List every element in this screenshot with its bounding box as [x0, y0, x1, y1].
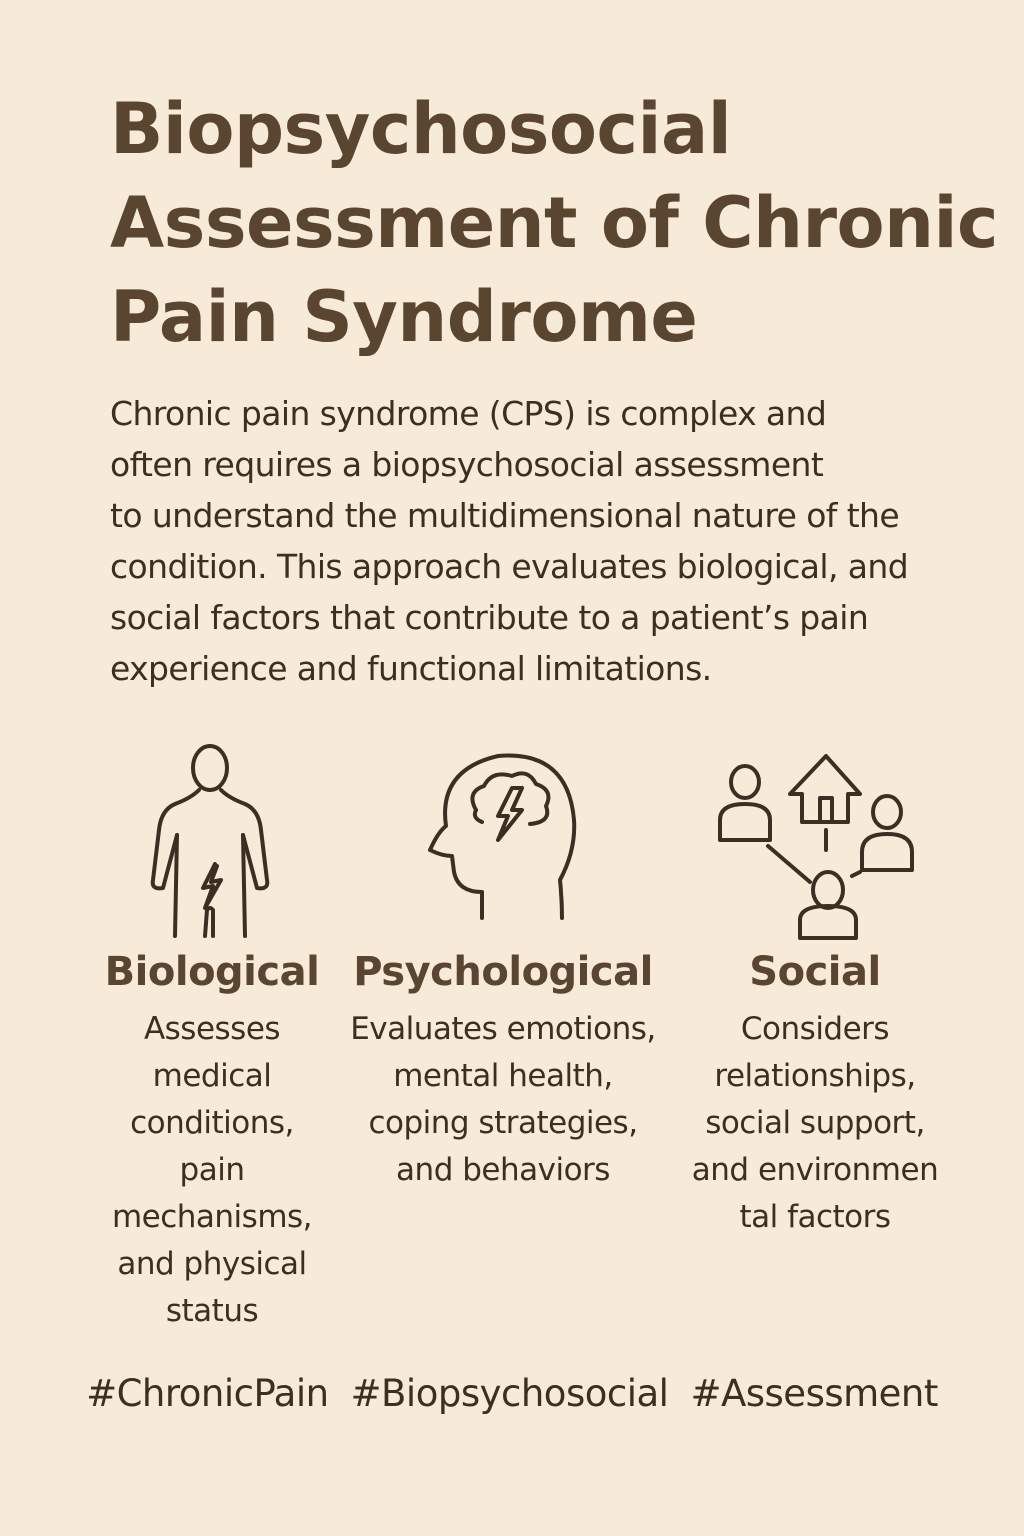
hashtag: #ChronicPain: [86, 1372, 329, 1415]
intro-line: Chronic pain syndrome (CPS) is complex a…: [110, 394, 827, 433]
desc-line: medical: [152, 1058, 272, 1094]
biological-heading: Biological: [104, 949, 320, 995]
hashtag: #Biopsychosocial: [350, 1372, 669, 1415]
head-storm-cloud-icon: [428, 753, 577, 920]
title-line: Pain Syndrome: [110, 276, 698, 358]
desc-line: status: [165, 1293, 259, 1329]
desc-line: and environmen: [691, 1152, 939, 1188]
page-title: Biopsychosocial Assessment of Chronic Pa…: [110, 82, 998, 364]
desc-line: mechanisms,: [111, 1199, 313, 1235]
desc-line: and physical: [117, 1246, 307, 1282]
desc-line: relationships,: [714, 1058, 916, 1094]
desc-line: tal factors: [739, 1199, 891, 1235]
biological-description: Assesses medical conditions, pain mechan…: [47, 1006, 377, 1335]
intro-line: often requires a biopsychosocial assessm…: [110, 445, 824, 484]
desc-line: Evaluates emotions,: [350, 1011, 656, 1047]
intro-paragraph: Chronic pain syndrome (CPS) is complex a…: [110, 388, 909, 694]
desc-line: Assesses: [143, 1011, 281, 1047]
social-column: Social Considers relationships, social s…: [650, 740, 980, 1241]
social-heading: Social: [749, 949, 881, 995]
human-body-pain-icon: [150, 744, 270, 938]
desc-line: pain: [179, 1152, 245, 1188]
intro-line: condition. This approach evaluates biolo…: [110, 547, 909, 586]
desc-line: mental health,: [393, 1058, 613, 1094]
social-description: Considers relationships, social support,…: [650, 1006, 980, 1241]
desc-line: Considers: [740, 1011, 890, 1047]
biological-column: Biological Assesses medical conditions, …: [47, 740, 377, 1335]
people-house-network-icon: [718, 754, 914, 940]
title-line: Biopsychosocial: [110, 88, 732, 170]
intro-line: to understand the multidimensional natur…: [110, 496, 900, 535]
desc-line: coping strategies,: [368, 1105, 638, 1141]
psychological-column: Psychological Evaluates emotions, mental…: [338, 740, 668, 1194]
desc-line: and behaviors: [396, 1152, 610, 1188]
hashtags: #ChronicPain #Biopsychosocial #Assessmen…: [0, 1372, 1024, 1415]
psychological-heading: Psychological: [353, 949, 653, 995]
psychological-description: Evaluates emotions, mental health, copin…: [338, 1006, 668, 1194]
desc-line: conditions,: [130, 1105, 294, 1141]
intro-line: social factors that contribute to a pati…: [110, 598, 869, 637]
desc-line: social support,: [705, 1105, 925, 1141]
title-line: Assessment of Chronic: [110, 182, 998, 264]
intro-line: experience and functional limitations.: [110, 649, 712, 688]
hashtag: #Assessment: [690, 1372, 938, 1415]
